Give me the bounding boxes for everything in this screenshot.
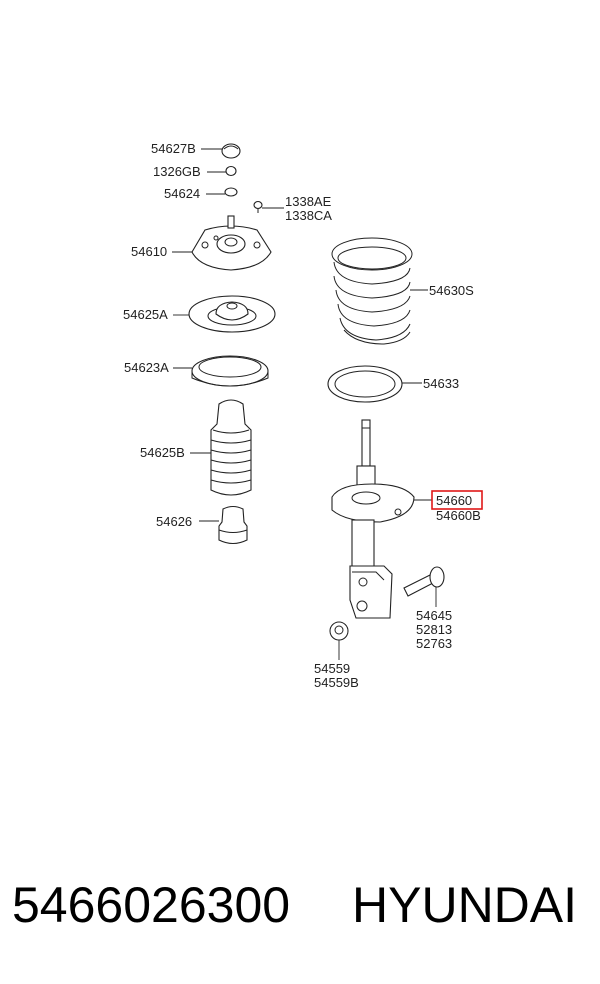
label-1338ca: 1338CA	[285, 208, 332, 223]
part-number-caption: 5466026300	[12, 877, 291, 933]
label-54625a: 54625A	[123, 307, 168, 322]
part-54623a-bearing	[191, 355, 269, 387]
label-52813: 52813	[416, 622, 452, 637]
label-54630s: 54630S	[429, 283, 474, 298]
label-54623a: 54623A	[124, 360, 169, 375]
label-54626: 54626	[156, 514, 192, 529]
label-54559: 54559	[314, 661, 350, 676]
part-54625b-dust-boot	[210, 399, 252, 496]
part-54626-bump-stop	[218, 505, 248, 545]
leader-lines	[172, 148, 437, 660]
part-54610-strut-mount	[191, 215, 272, 271]
part-1338ae-bolt	[253, 200, 263, 213]
part-54627b-cap	[221, 143, 241, 159]
label-54624: 54624	[164, 186, 200, 201]
label-54633: 54633	[423, 376, 459, 391]
part-54630s-coil-spring	[331, 237, 413, 345]
part-54559-nut	[329, 621, 349, 641]
part-54645-bolt	[403, 566, 445, 597]
part-54633-spring-pad	[327, 365, 403, 403]
part-54624-washer	[224, 187, 238, 197]
label-54660: 54660	[436, 493, 472, 508]
label-54627b: 54627B	[151, 141, 196, 156]
label-1326gb: 1326GB	[153, 164, 201, 179]
part-54660-strut-assembly	[331, 419, 415, 619]
label-1338ae: 1338AE	[285, 194, 332, 209]
label-54660b: 54660B	[436, 508, 481, 523]
label-54625b: 54625B	[140, 445, 185, 460]
label-54610: 54610	[131, 244, 167, 259]
part-1326gb-nut	[225, 165, 237, 177]
highlight-box-54660	[431, 490, 483, 510]
part-54625a-bearing-plate	[188, 295, 276, 333]
label-52763: 52763	[416, 636, 452, 651]
brand-caption: HYUNDAI	[352, 877, 578, 933]
label-54645: 54645	[416, 608, 452, 623]
label-54559b: 54559B	[314, 675, 359, 690]
